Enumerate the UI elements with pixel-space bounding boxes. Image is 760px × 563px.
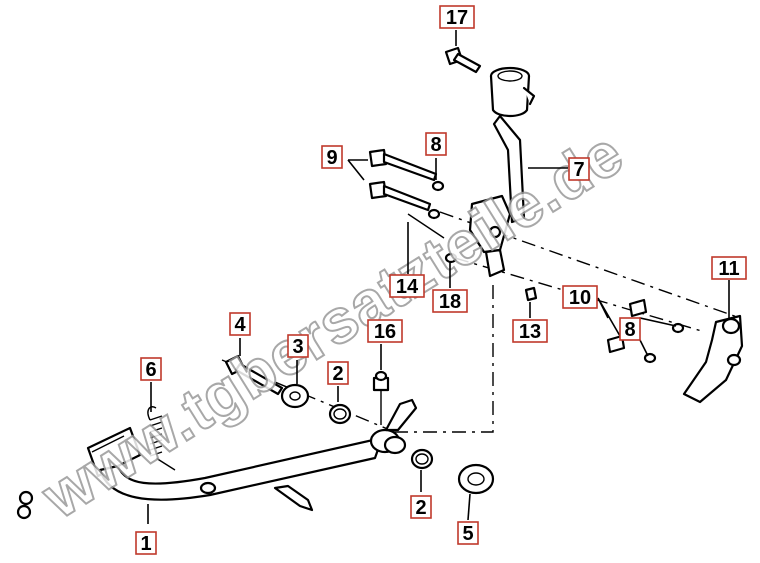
callout-4: 4 [229,312,251,336]
callout-10: 10 [562,285,598,309]
callout-2b-label: 2 [415,497,426,519]
callout-1: 1 [135,531,157,555]
callout-7-label: 7 [573,159,584,181]
callout-4-label: 4 [234,314,246,336]
callout-18-label: 18 [439,291,461,313]
callout-8b: 8 [619,317,641,341]
callout-13: 13 [512,319,548,343]
callout-8a-label: 8 [430,134,441,156]
callout-8a: 8 [425,132,447,156]
washers [328,403,434,470]
master-cylinder [468,66,536,278]
callouts: 1 2 2 3 4 5 6 7 [135,5,747,555]
callout-17-label: 17 [446,7,468,29]
callout-6: 6 [140,357,162,381]
callout-1-label: 1 [140,533,151,555]
callout-3-label: 3 [292,336,303,358]
callout-5: 5 [457,521,479,545]
flat-washer [280,383,310,409]
callout-13-label: 13 [519,321,541,343]
callout-9: 9 [321,145,343,169]
callout-11: 11 [711,256,747,280]
callout-5-label: 5 [462,523,473,545]
callout-3: 3 [287,334,309,358]
return-spring [147,406,176,471]
callout-16-label: 16 [374,321,396,343]
callout-14: 14 [389,274,425,298]
callout-2b: 2 [410,495,432,519]
callout-8b-label: 8 [624,319,635,341]
callout-17: 17 [439,5,475,29]
callout-7: 7 [568,157,590,181]
callout-6-label: 6 [145,359,156,381]
large-washer [457,463,495,495]
callout-18: 18 [432,289,468,313]
callout-9-label: 9 [326,147,337,169]
callout-11-label: 11 [718,258,739,280]
callout-16: 16 [367,319,403,343]
upper-fasteners [368,148,538,302]
callout-2a-label: 2 [332,363,343,385]
callout-2a: 2 [327,361,349,385]
pivot-bolt [224,354,284,396]
callout-10-label: 10 [569,287,591,309]
callout-14-label: 14 [396,276,419,298]
mounting-bracket [606,298,744,404]
grease-nipple [372,370,390,425]
banjo-bolt [444,46,482,74]
brake-pedal-lever [16,398,418,520]
